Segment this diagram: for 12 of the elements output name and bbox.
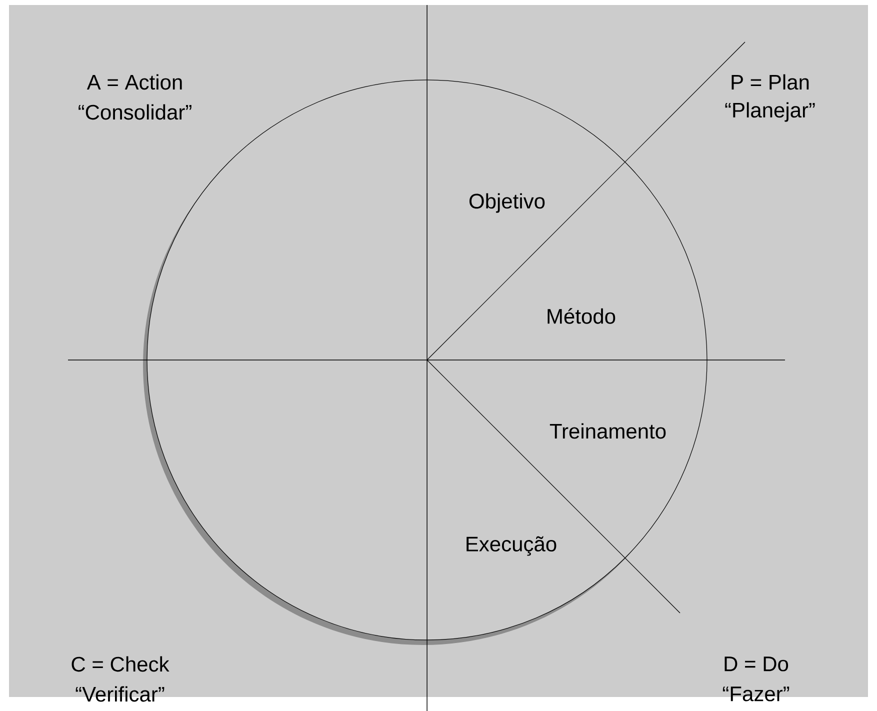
label: “Fazer” (722, 686, 790, 702)
label: Objetivo (469, 193, 545, 213)
label: Treinamento (550, 423, 666, 439)
label: D = Do (724, 656, 788, 672)
label: C = Check (72, 656, 170, 672)
label: Método (548, 308, 616, 324)
label: P = Plan (732, 74, 809, 90)
label: “Planejar” (725, 102, 815, 122)
label: A = Action (86, 74, 182, 90)
label: Execução (466, 536, 556, 556)
label: “Verificar” (76, 686, 164, 702)
label: “Consolidar” (78, 104, 192, 120)
